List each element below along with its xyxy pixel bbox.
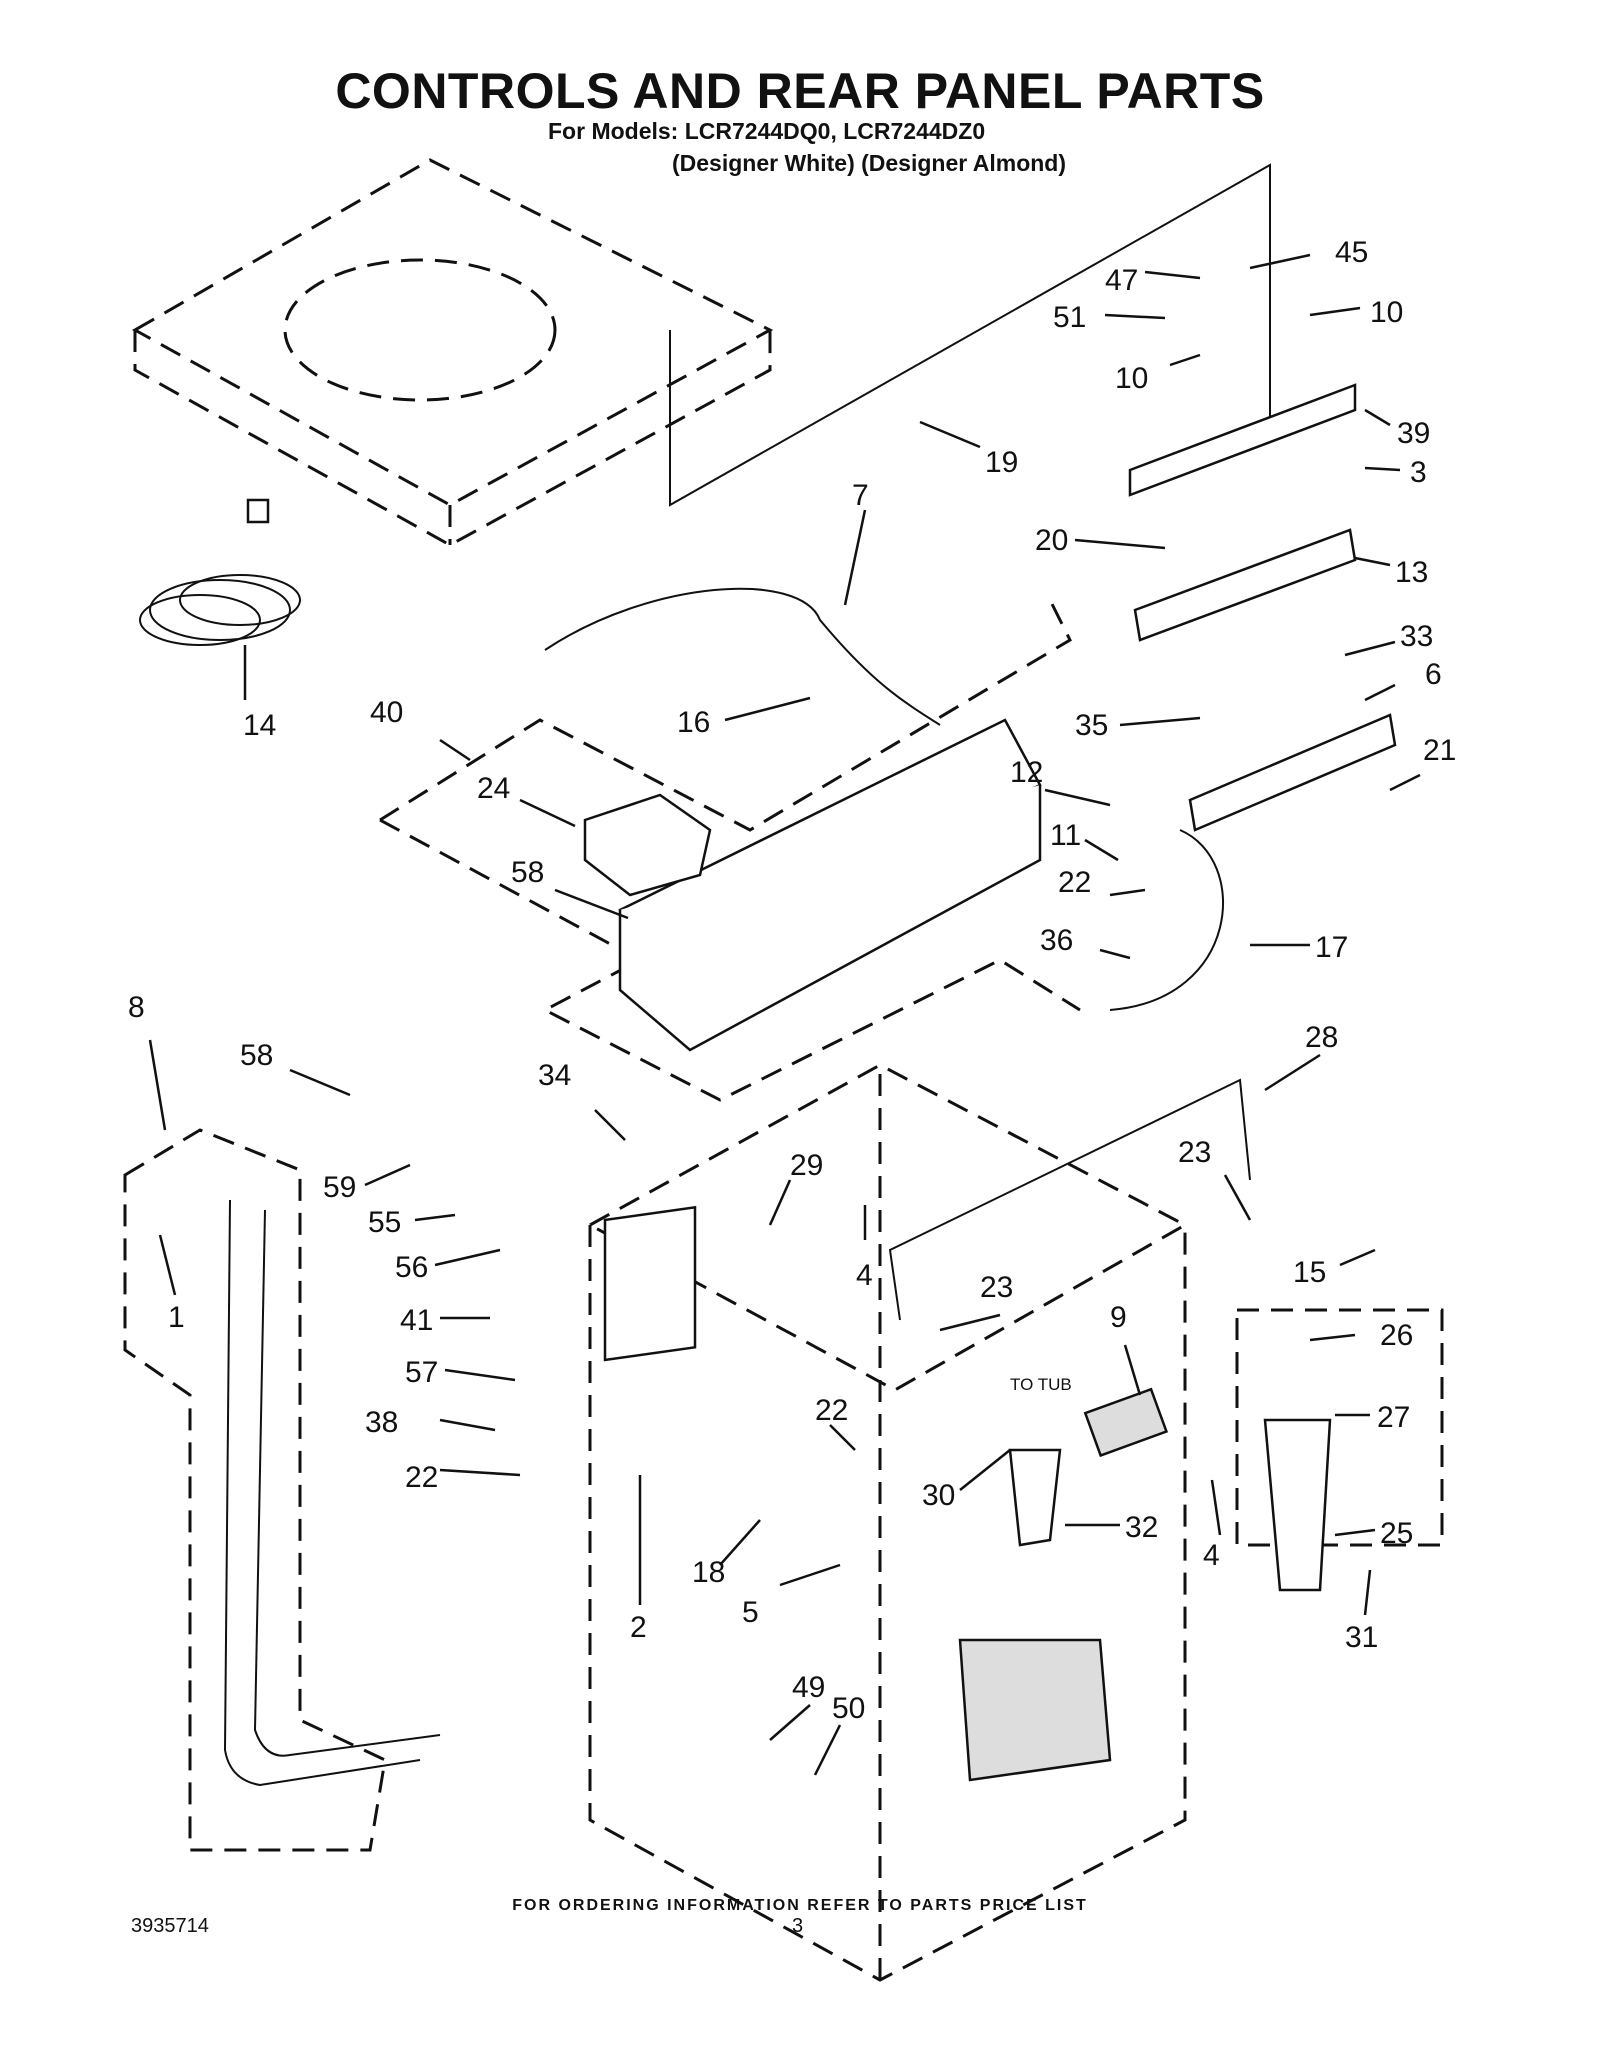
callout-label: 13 <box>1395 556 1428 589</box>
water-valve-bracket <box>603 1205 697 1362</box>
callout-label: 23 <box>980 1271 1013 1304</box>
callout-label: 4 <box>856 1259 873 1292</box>
callout-label: 58 <box>511 856 544 889</box>
coupler-32 <box>1008 1448 1062 1547</box>
power-cord <box>139 498 301 646</box>
callout-label: 22 <box>405 1461 438 1494</box>
callout-label: 28 <box>1305 1021 1338 1054</box>
console-phantom-box <box>379 599 1072 832</box>
inlet-hoses <box>223 1199 441 1787</box>
to-tub-annotation: TO TUB <box>1010 1375 1072 1394</box>
callout-label: 25 <box>1380 1517 1413 1550</box>
callout-label: 3 <box>1410 456 1427 489</box>
model-numbers: For Models: LCR7244DQ0, LCR7244DZ0 <box>548 118 986 144</box>
callout-label: 41 <box>400 1304 433 1337</box>
callout-label: 21 <box>1423 734 1456 767</box>
callout-label: 16 <box>677 706 710 739</box>
model-colors: (Designer White) (Designer Almond) <box>672 150 1066 176</box>
callout-label: 7 <box>852 479 869 512</box>
callout-label: 49 <box>792 1671 825 1704</box>
callout-label: 1 <box>168 1301 185 1334</box>
guide-line <box>669 163 1271 507</box>
callout-label: 10 <box>1115 362 1148 395</box>
callout-label: 32 <box>1125 1511 1158 1544</box>
callout-label: 23 <box>1178 1136 1211 1169</box>
drain-hose-28 <box>888 1078 1251 1321</box>
callout-label: 33 <box>1400 620 1433 653</box>
control-console <box>618 718 1042 1052</box>
sound-pad-9 <box>1083 1387 1169 1458</box>
callout-label: 17 <box>1315 931 1348 964</box>
callout-label: 35 <box>1075 709 1108 742</box>
pump-kit-phantom-box <box>1235 1308 1444 1547</box>
callout-label: 4 <box>1203 1539 1220 1572</box>
callout-label: 10 <box>1370 296 1403 329</box>
callout-label: 5 <box>742 1596 759 1629</box>
callout-label: 50 <box>832 1692 865 1725</box>
callout-label: 8 <box>128 991 145 1024</box>
callout-label: 12 <box>1010 756 1043 789</box>
ordering-note: FOR ORDERING INFORMATION REFER TO PARTS … <box>512 1897 1088 1914</box>
callout-label: 39 <box>1397 417 1430 450</box>
top-cabinet-phantom <box>131 158 774 547</box>
callout-label: 51 <box>1053 301 1086 334</box>
bracket <box>583 793 712 897</box>
leader-lines <box>148 253 1421 1776</box>
callout-label: 31 <box>1345 1621 1378 1654</box>
document-number: 3935714 <box>131 1915 209 1937</box>
pressure-hose <box>1109 829 1224 1011</box>
callout-label: 11 <box>1050 819 1081 852</box>
callout-label: 26 <box>1380 1319 1413 1352</box>
wire-harness <box>544 587 941 726</box>
callout-label: 22 <box>815 1394 848 1427</box>
control-panel-39 <box>1128 383 1357 497</box>
callout-label: 18 <box>692 1556 725 1589</box>
control-panel-13 <box>1133 528 1357 642</box>
callout-label: 24 <box>477 772 510 805</box>
timer-bracket <box>1188 713 1397 832</box>
filter-25 <box>1263 1418 1332 1592</box>
callout-label: 14 <box>243 709 276 742</box>
callout-label: 56 <box>395 1251 428 1284</box>
cabinet-phantom <box>586 1063 1189 1982</box>
callout-label: 40 <box>370 696 403 729</box>
callout-labels: 45 47 10 51 10 39 19 3 20 13 7 33 6 14 1… <box>128 236 1456 1725</box>
callout-label: 55 <box>368 1206 401 1239</box>
callout-label: 38 <box>365 1406 398 1439</box>
callout-label: 47 <box>1105 264 1138 297</box>
callout-label: 2 <box>630 1611 647 1644</box>
callout-label: 9 <box>1110 1301 1127 1334</box>
callout-label: 19 <box>985 446 1018 479</box>
callout-label: 36 <box>1040 924 1073 957</box>
page-number: 3 <box>792 1915 804 1937</box>
callout-label: 34 <box>538 1059 571 1092</box>
callout-label: 20 <box>1035 524 1068 557</box>
pump-body <box>958 1638 1112 1782</box>
callout-label: 30 <box>922 1479 955 1512</box>
callout-label: 45 <box>1335 236 1368 269</box>
callout-label: 29 <box>790 1149 823 1182</box>
console-phantom-box <box>379 818 1081 1102</box>
callout-label: 58 <box>240 1039 273 1072</box>
callout-label: 22 <box>1058 866 1091 899</box>
callout-label: 57 <box>405 1356 438 1389</box>
callout-label: 27 <box>1377 1401 1410 1434</box>
callout-label: 6 <box>1425 658 1442 691</box>
page-title: CONTROLS AND REAR PANEL PARTS <box>335 63 1265 119</box>
hose-kit-phantom-box <box>123 1128 387 1852</box>
callout-label: 15 <box>1293 1256 1326 1289</box>
callout-label: 59 <box>323 1171 356 1204</box>
